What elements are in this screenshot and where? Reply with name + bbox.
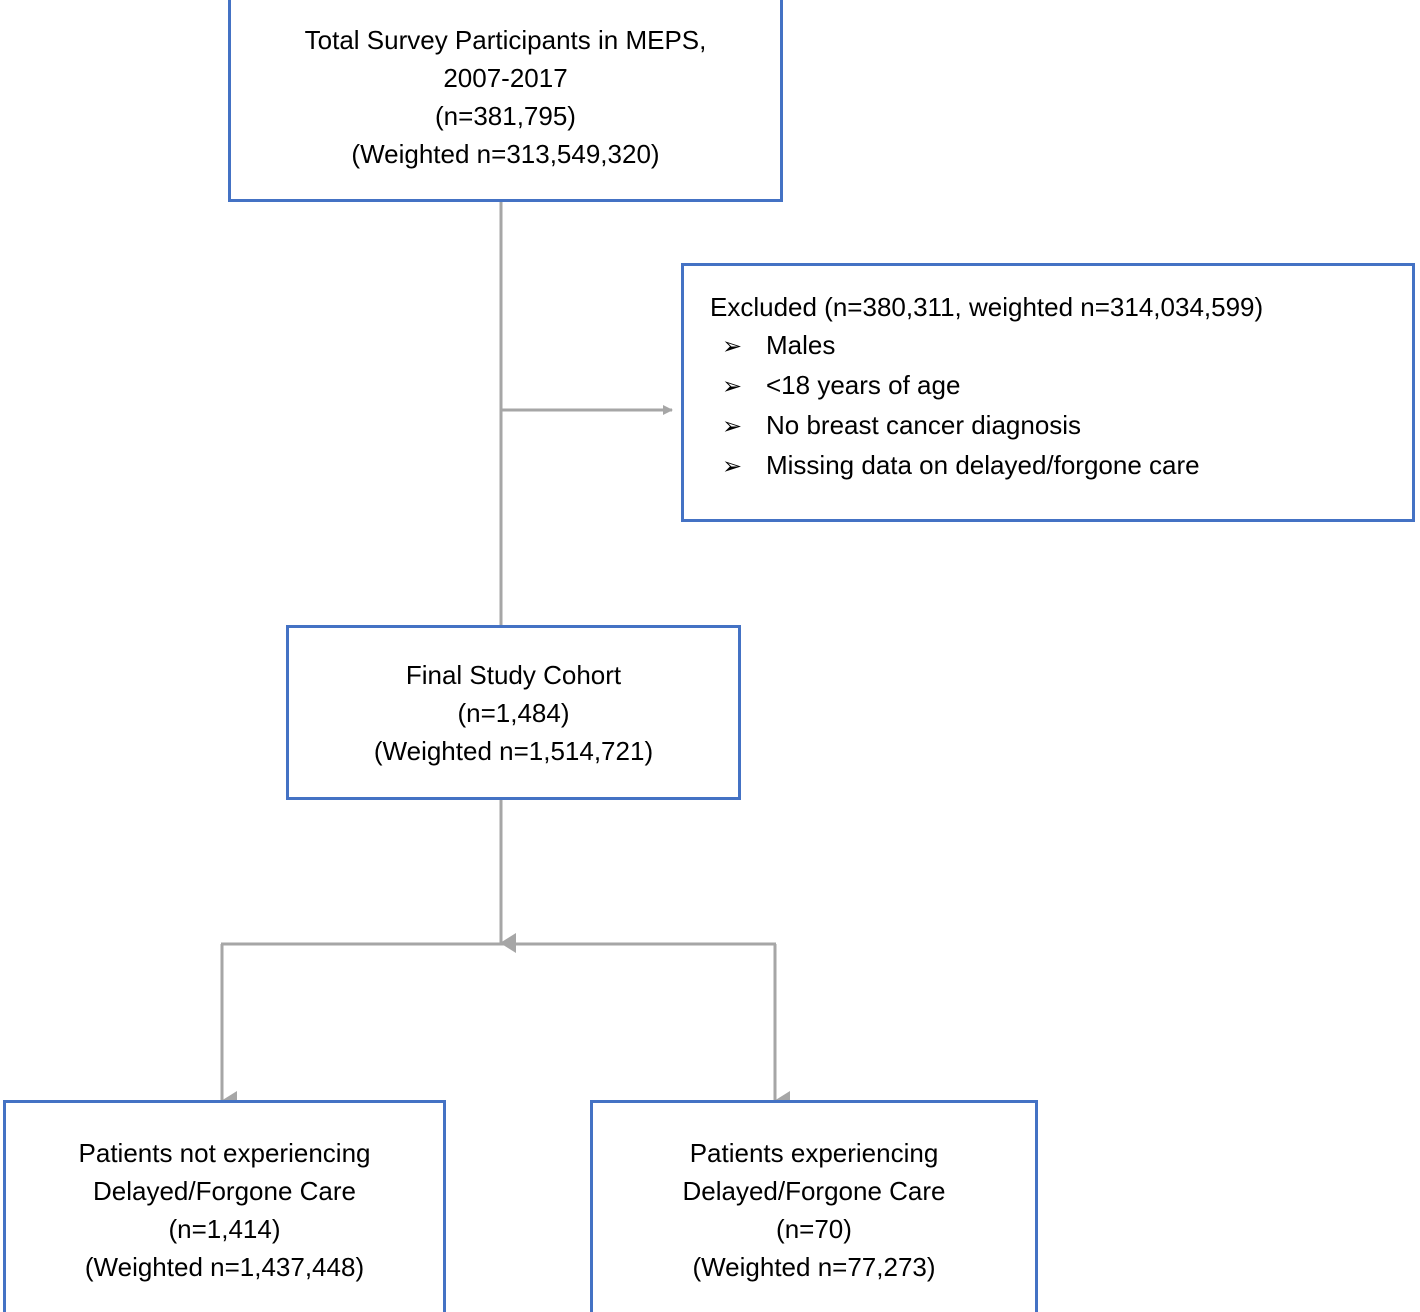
node-patients-not-delayed: Patients not experiencing Delayed/Forgon… [3,1100,446,1312]
node-total-survey-participants: Total Survey Participants in MEPS, 2007-… [228,0,783,202]
excluded-criterion-label: No breast cancer diagnosis [766,410,1082,440]
arrow-bullet-icon: ➢ [722,333,743,360]
excluded-criterion: ➢ Males [710,326,1402,366]
arrow-bullet-icon: ➢ [722,373,743,400]
excluded-criterion: ➢ No breast cancer diagnosis [710,406,1402,446]
node-patients-not-delayed-text: Patients not experiencing Delayed/Forgon… [78,1138,371,1282]
node-total-survey-participants-text: Total Survey Participants in MEPS, 2007-… [304,25,707,169]
arrow-bullet-icon: ➢ [722,453,743,480]
excluded-criteria-list: ➢ Males ➢ <18 years of age ➢ No breast c… [710,326,1402,486]
node-patients-delayed: Patients experiencing Delayed/Forgone Ca… [590,1100,1038,1312]
excluded-criterion-label: Missing data on delayed/forgone care [766,450,1200,480]
node-patients-delayed-text: Patients experiencing Delayed/Forgone Ca… [682,1138,946,1282]
node-final-study-cohort: Final Study Cohort (n=1,484) (Weighted n… [286,625,741,800]
node-final-study-cohort-text: Final Study Cohort (n=1,484) (Weighted n… [373,659,654,766]
excluded-criterion: ➢ Missing data on delayed/forgone care [710,446,1402,486]
excluded-criterion-label: <18 years of age [766,370,961,400]
excluded-criterion-label: Males [766,330,836,360]
arrow-bullet-icon: ➢ [722,413,743,440]
node-excluded-title: Excluded (n=380,311, weighted n=314,034,… [710,292,1264,322]
node-excluded: Excluded (n=380,311, weighted n=314,034,… [681,263,1415,522]
excluded-criterion: ➢ <18 years of age [710,366,1402,406]
